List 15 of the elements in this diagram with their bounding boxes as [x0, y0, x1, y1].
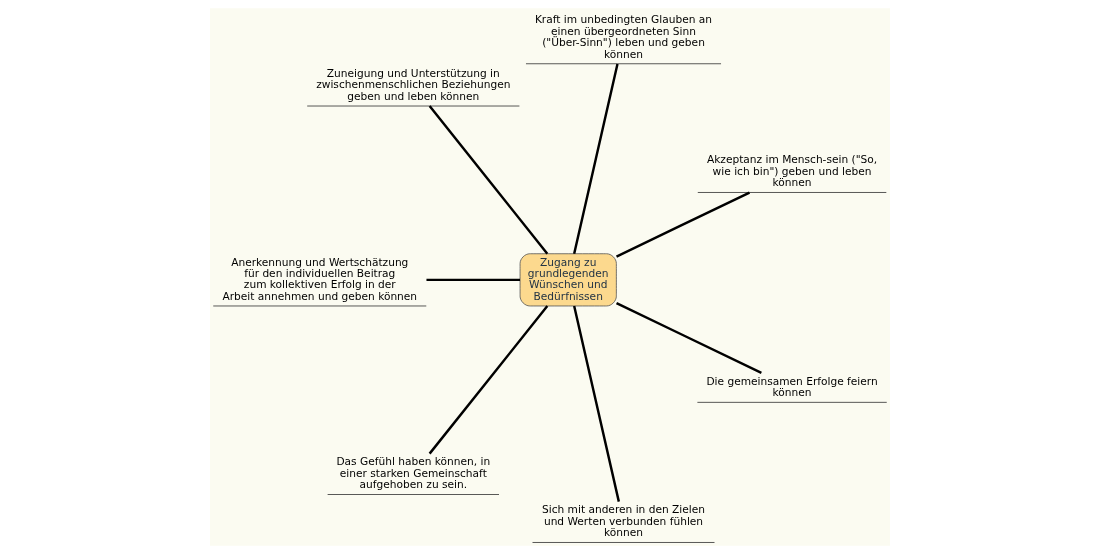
node-text: Anerkennung und Wertschätzung für den individuellen Beitrag zum kollektiven Erfolg in der Arbeit annehmen und geben können — [222, 255, 418, 303]
connector — [615, 302, 762, 374]
node-box: Zugang zu grundlegenden Wünschen und Bedürfnissen — [519, 253, 617, 307]
connector — [573, 305, 621, 502]
node-text: Das Gefühl haben können, in einer starken Gemeinschaft aufgehoben zu sein. — [336, 455, 491, 492]
node-text: Akzeptanz im Mensch-sein ("So, wie ich bin") geben und leben können — [706, 153, 878, 190]
node-text: Sich mit anderen in den Zielen und Werten verbunden fühlen können — [542, 503, 706, 540]
connector — [615, 191, 751, 258]
connector — [426, 278, 520, 282]
node-text: Die gemeinsamen Erfolge feiern können — [706, 374, 878, 400]
connector — [428, 105, 549, 255]
connector — [428, 305, 549, 455]
node-text: Zuneigung und Unterstützung in zwischenmenschlichen Beziehungen geben und leben können — [316, 66, 511, 103]
connector — [573, 63, 619, 254]
node-text: Kraft im unbedingten Glauben an einen übergeordneten Sinn ("Über-Sinn") leben und geben können — [534, 13, 713, 61]
